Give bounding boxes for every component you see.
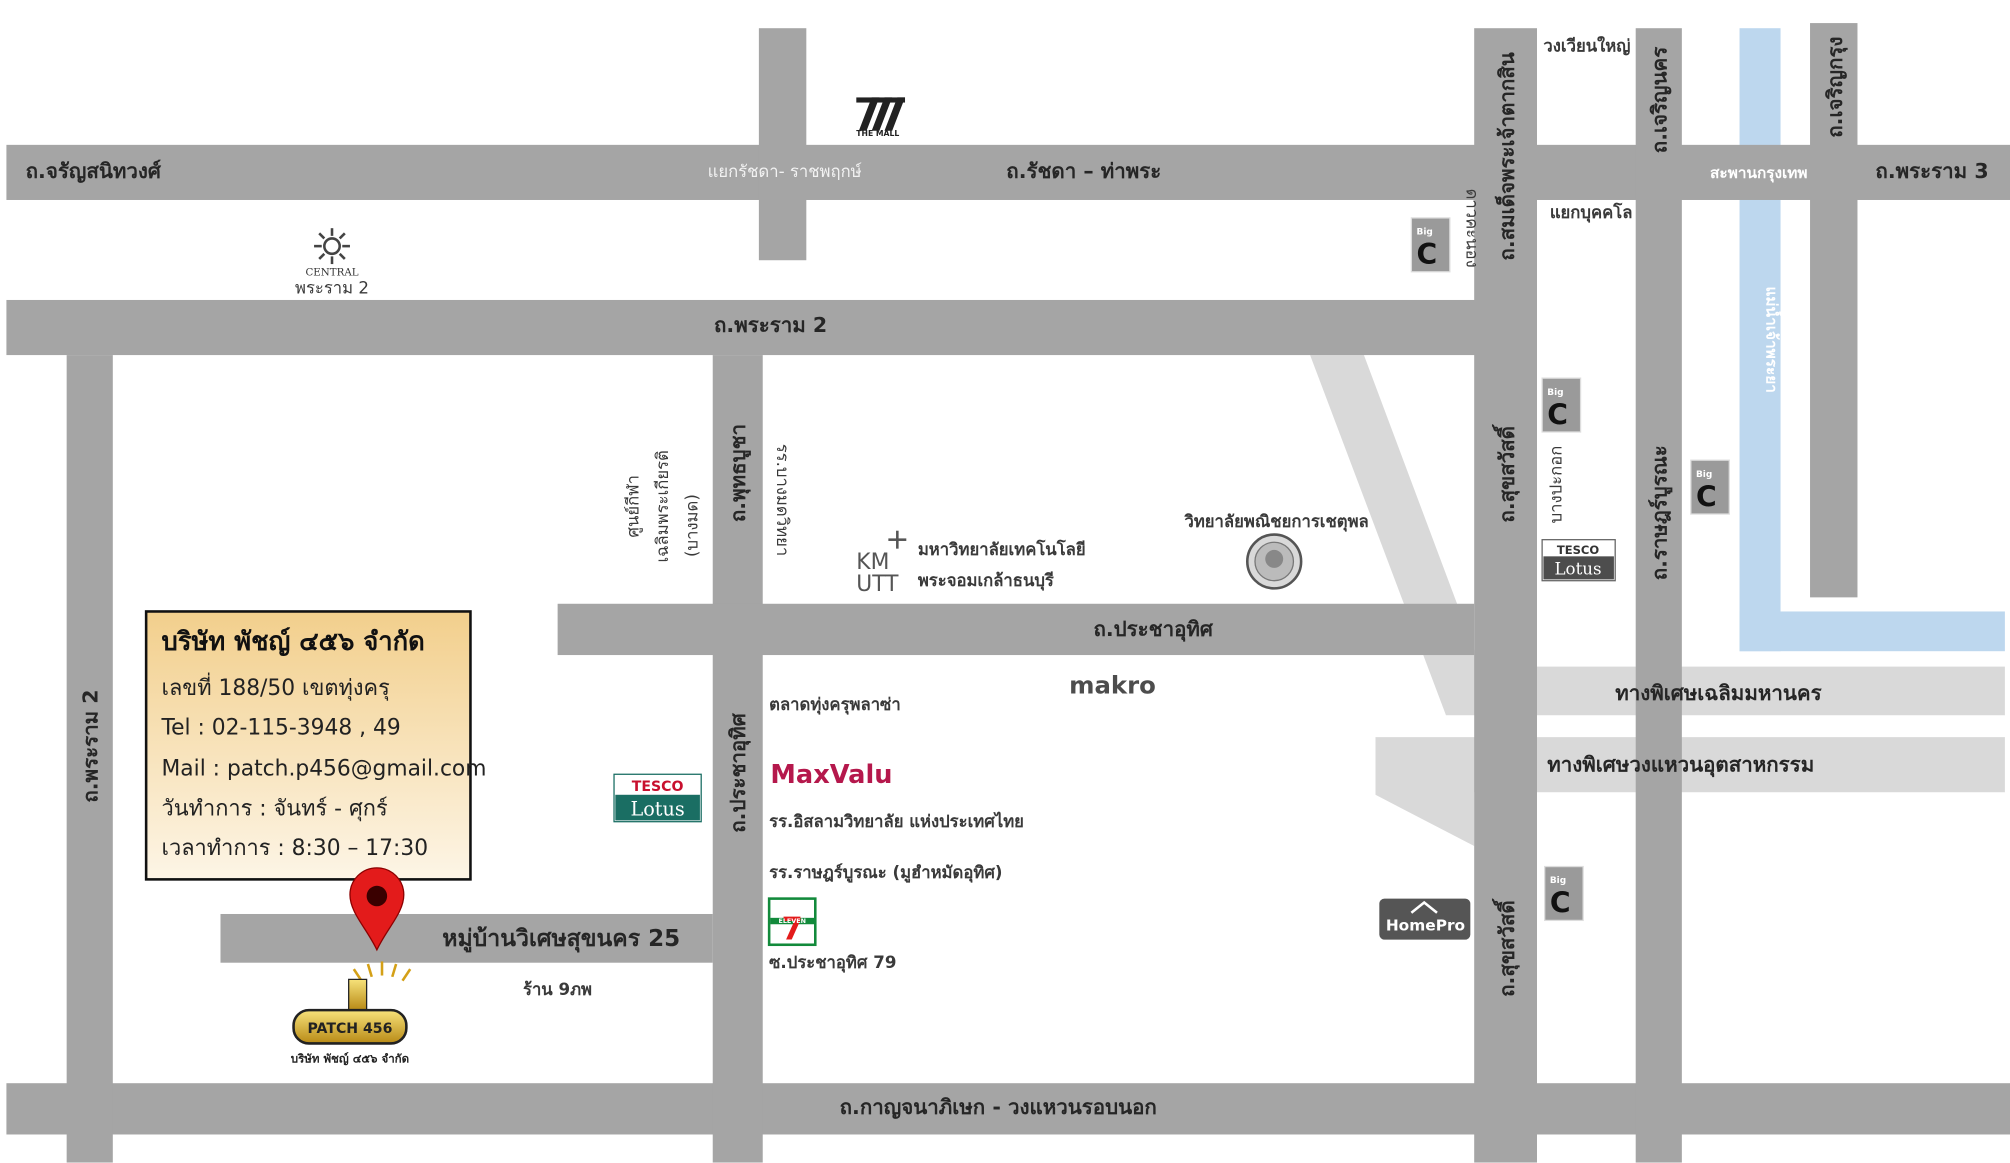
- label-islam-school: รร.อิสลามวิทยาลัย แห่งประเทศไทย: [769, 811, 1024, 831]
- label-chetupon: วิทยาลัยพณิชยการเชตุพล: [1184, 512, 1369, 532]
- big-c-logo: Big C: [1690, 459, 1730, 515]
- patch-logo-caption: บริษัท พัชญ์ ๔๕๖ จำกัด: [291, 1052, 409, 1066]
- label-kmutt-1: มหาวิทยาลัยเทคโนโลยี: [918, 539, 1086, 559]
- label-krungthep-bridge: สะพานกรุงเทพ: [1710, 164, 1808, 183]
- road-label-suksawat-1: ถ.สุขสวัสดิ์: [1491, 424, 1520, 523]
- svg-text:Big: Big: [1550, 876, 1566, 886]
- location-pin-icon: [349, 867, 405, 952]
- svg-text:C: C: [1547, 398, 1568, 431]
- svg-text:C: C: [1416, 238, 1437, 271]
- maxvalu-logo: MaxValu: [767, 743, 893, 793]
- chetupon-seal-icon: [1246, 533, 1303, 590]
- central-logo-text: CENTRAL: [305, 267, 358, 279]
- central-branch-label: พระราม 2: [295, 279, 369, 298]
- svg-text:Lotus: Lotus: [630, 797, 684, 820]
- svg-text:Lotus: Lotus: [1554, 559, 1601, 578]
- label-sport-center-1: ศูนย์กีฬา: [623, 475, 643, 538]
- label-soi79: ซ.ประชาอุทิศ 79: [769, 953, 896, 973]
- svg-text:makro: makro: [1069, 671, 1156, 700]
- mall-logo-text: THE MALL: [856, 129, 899, 138]
- label-dao-khanong: ดาวคะนอง: [1462, 189, 1481, 268]
- river-label: แม่น้ำเจ้าพระยา: [1762, 287, 1783, 393]
- big-c-logo: Big C: [1544, 865, 1584, 922]
- label-ratburana-school: รร.ราษฎร์บูรณะ (มูฮำหมัดอุทิศ): [769, 863, 1002, 884]
- road-label-ratchada-thapra: ถ.รัชดา – ท่าพระ: [1006, 159, 1161, 183]
- patch-logo-text: PATCH 456: [307, 1021, 392, 1037]
- svg-text:UTT: UTT: [856, 572, 899, 597]
- label-bangmot-school: รร.บางมดวิทยา: [773, 444, 792, 557]
- svg-text:TESCO: TESCO: [632, 779, 684, 795]
- svg-text:C: C: [1550, 887, 1571, 920]
- big-c-logo: Big C: [1541, 377, 1582, 433]
- seven-eleven-logo: 7 ELEVEN: [767, 897, 817, 948]
- label-kmutt-2: พระจอมเกล้าธนบุรี: [918, 571, 1054, 591]
- info-box-tel: Tel : 02-115-3948 , 49: [161, 716, 401, 741]
- homepro-logo: HomePro: [1379, 898, 1471, 940]
- road-label-suksawat-2: ถ.สุขสวัสดิ์: [1491, 898, 1520, 997]
- kmutt-logo: KM UTT: [856, 530, 907, 597]
- road-label-village: หมู่บ้านวิเศษสุขนคร 25: [442, 926, 680, 953]
- label-sport-center-3: (บางมด): [682, 494, 701, 557]
- road-label-charoen-krung: ถ.เจริญกรุง: [1823, 37, 1848, 138]
- chao-phraya-river: แม่น้ำเจ้าพระยา: [1739, 28, 2005, 652]
- makro-logo: makro: [1069, 671, 1156, 700]
- company-info-box: บริษัท พัชญ์ ๔๕๖ จำกัด เลขที่ 188/50 เขต…: [144, 610, 487, 881]
- road-label-somdet-taksin: ถ.สมเด็จพระเจ้าตากสิน: [1493, 52, 1519, 260]
- road-network: [6, 23, 2010, 1163]
- label-sport-center-2: เฉลิมพระเกียรติ: [653, 450, 672, 562]
- label-ratchada-intersection: แยกรัชดา- ราชพฤกษ์: [708, 162, 862, 181]
- label-bukkhalo-intersection: แยกบุคคโล: [1550, 202, 1633, 223]
- label-wongwian-yai: วงเวียนใหญ่: [1543, 35, 1630, 56]
- big-c-logo: Big C: [1410, 217, 1451, 273]
- road-label-wongwaen-utsahakam: ทางพิเศษวงแหวนอุตสาหกรรม: [1547, 753, 1814, 778]
- label-shop: ร้าน 9ภพ: [523, 980, 592, 999]
- svg-text:TESCO: TESCO: [1557, 543, 1599, 557]
- svg-text:Big: Big: [1547, 388, 1563, 398]
- svg-text:ELEVEN: ELEVEN: [778, 917, 805, 925]
- tesco-lotus-logo: TESCO Lotus: [1541, 539, 1616, 582]
- label-bang-pakok: บางปะกอก: [1546, 446, 1565, 524]
- road-label-charansanitwong: ถ.จรัญสนิทวงศ์: [26, 159, 162, 183]
- road-label-rat-burana: ถ.ราษฎร์บูรณะ: [1647, 445, 1673, 580]
- label-thungkru-plaza: ตลาดทุ่งครุพลาซ่า: [769, 695, 901, 715]
- road-label-prachautit-v: ถ.ประชาอุทิศ: [726, 712, 751, 832]
- info-box-days: วันทำการ : จันทร์ - ศุกร์: [162, 796, 388, 821]
- road-labels: ถ.จรัญสนิทวงศ์ แยกรัชดา- ราชพฤกษ์ ถ.รัชด…: [26, 37, 1989, 1119]
- road-label-prachautit-h: ถ.ประชาอุทิศ: [1093, 617, 1213, 642]
- road-label-kanchanaphisek: ถ.กาญจนาภิเษก - วงแหวนรอบนอก: [840, 1095, 1157, 1119]
- road-label-charoen-nakhon: ถ.เจริญนคร: [1647, 47, 1671, 153]
- svg-text:Big: Big: [1416, 228, 1432, 238]
- the-mall-logo: THE MALL: [856, 97, 906, 138]
- svg-text:C: C: [1696, 480, 1717, 513]
- info-box-hours: เวลาทำการ : 8:30 – 17:30: [162, 836, 429, 861]
- place-labels: วงเวียนใหญ่ แยกบุคคโล ดาวคะนอง บางปะกอก …: [523, 35, 1632, 998]
- road-label-chaloem-mahanakhon: ทางพิเศษเฉลิมมหานคร: [1615, 681, 1821, 705]
- svg-text:Big: Big: [1696, 470, 1712, 480]
- road-label-rama3: ถ.พระราม 3: [1875, 159, 1988, 183]
- road-label-rama2-top: ถ.พระราม 2: [714, 313, 827, 337]
- info-box-mail: Mail : patch.p456@gmail.com: [162, 757, 487, 782]
- svg-text:KM: KM: [856, 550, 889, 575]
- info-box-title: บริษัท พัชญ์ ๔๕๖ จำกัด: [162, 626, 425, 657]
- patch-456-logo: PATCH 456 บริษัท พัชญ์ ๔๕๖ จำกัด: [291, 961, 412, 1066]
- road-label-rama2-left: ถ.พระราม 2: [78, 689, 102, 802]
- svg-text:7: 7: [782, 912, 803, 948]
- svg-text:HomePro: HomePro: [1386, 917, 1465, 935]
- info-box-address: เลขที่ 188/50 เขตทุ่งครุ: [162, 673, 391, 701]
- road-label-putthabucha: ถ.พุทธบูชา: [726, 424, 752, 522]
- tesco-lotus-logo: TESCO Lotus: [613, 773, 702, 823]
- svg-text:MaxValu: MaxValu: [770, 760, 892, 790]
- central-logo: CENTRAL พระราม 2: [295, 228, 369, 298]
